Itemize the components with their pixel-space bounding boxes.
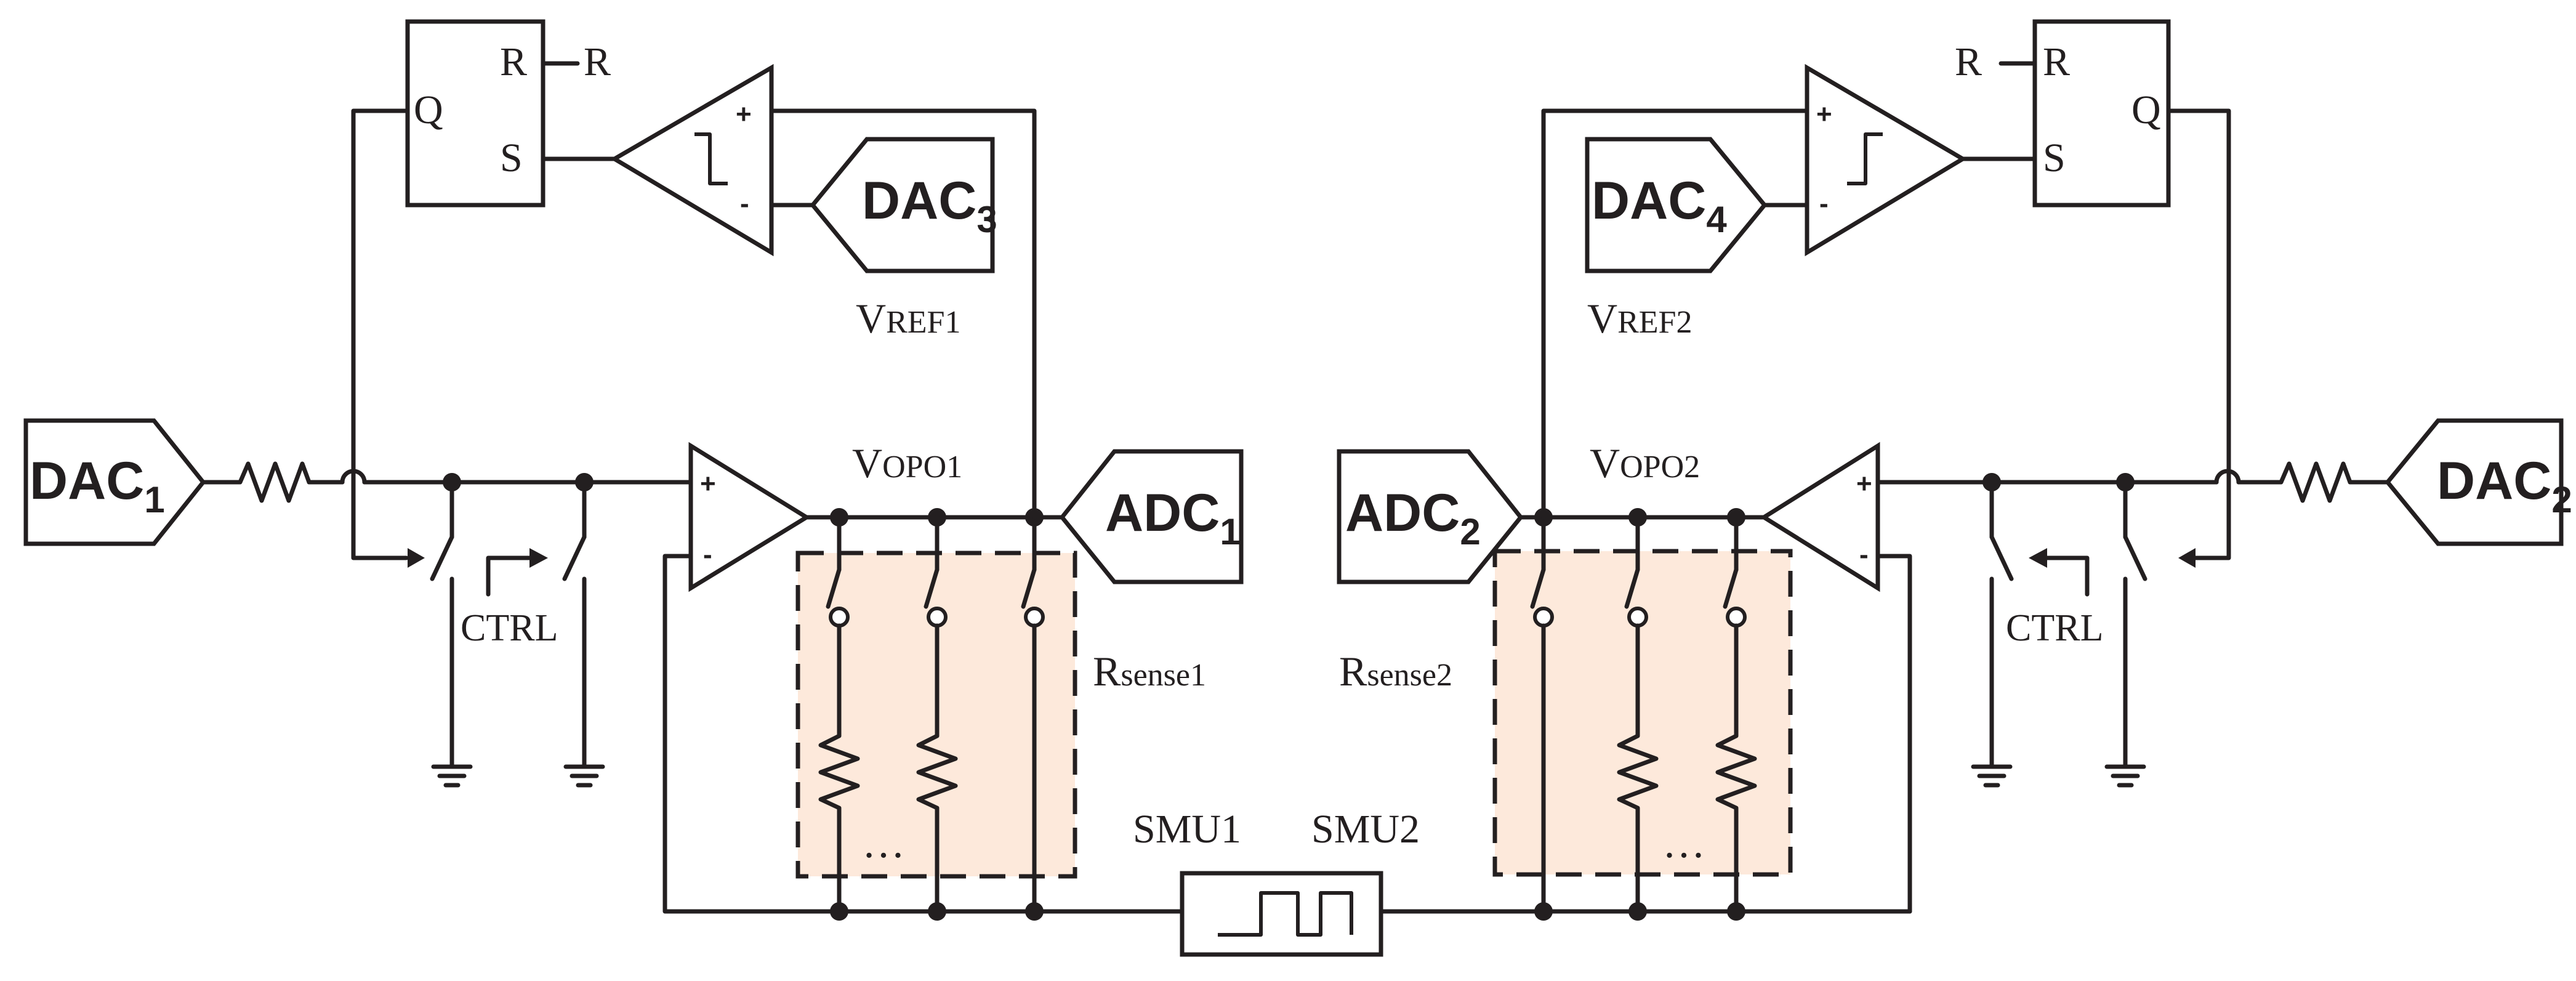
vref2-label: VREF2 [1587,295,1692,342]
svg-text:S: S [2043,135,2066,180]
wire-hop-right [2214,469,2241,485]
dac3-label: DAC3 [862,171,997,240]
ground-right-1 [1971,764,2013,788]
sense-branch-left-1 [818,515,860,921]
vref1-label: VREF1 [856,295,960,342]
sense-switch-left-1[interactable] [826,567,842,609]
dac1-block [23,418,206,546]
adc1-label: ADC1 [1105,483,1241,552]
opamp-2 [1760,442,1880,592]
rsense1-label: Rsense1 [1093,648,1206,695]
vopo2-label: VOPO2 [1590,440,1700,486]
switch-right-1[interactable] [1989,535,2014,581]
svg-text:S: S [500,135,523,180]
q-feedback-right [2166,108,2231,560]
resistor-right-input [2269,461,2365,503]
pulse-waveform [1218,891,1353,937]
comparator-left [610,63,774,257]
sr-latch-right [2032,19,2171,208]
opamp-1 [688,442,811,592]
svg-text:-: - [1859,539,1869,570]
svg-text:Q: Q [2131,87,2161,132]
sense-branch-right-3 [1715,515,1757,921]
switch-arrow-left-1 [408,548,425,568]
rsense2-region [1495,551,1790,874]
svg-text:R: R [2043,39,2070,84]
dac3-block [810,137,995,273]
ctrl-arrow-right [2045,555,2090,597]
svg-text:+: + [1856,469,1872,499]
sense-branch-left-2 [916,515,958,921]
ground-left-2 [563,764,605,788]
ctrl-left-label: CTRL [461,607,558,649]
ctrl-right-label: CTRL [2006,607,2103,649]
dac4-block [1585,137,1768,273]
hysteresis-left [694,132,728,185]
switch-left-1[interactable] [430,535,454,581]
switch-left-2[interactable] [562,535,587,581]
sense-branch-right-2 [1617,515,1659,921]
smu-source: SMU1 SMU2 [1133,807,1420,957]
sense-resistor-right-2 [1617,724,1659,822]
dac4-label: DAC4 [1592,171,1727,240]
ctrl-arrow-left [486,555,532,597]
ground-right-2 [2104,764,2146,788]
ground-left-1 [431,764,473,788]
resistor-left-input [225,461,323,503]
rsense1-box [795,551,1077,879]
rsense2-label: Rsense2 [1339,648,1452,695]
hysteresis-right [1847,132,1883,185]
ellipsis-left: … [862,820,905,867]
adc1-block [1059,449,1244,584]
sense-switch-right-2[interactable] [1624,567,1640,609]
sense-branch-left-3 [1021,515,1045,921]
svg-text:+: + [736,99,752,129]
sense-switch-left-2[interactable] [924,567,940,609]
dac1-label: DAC1 [30,451,165,520]
sr-left-r-input: R [584,39,611,84]
sense-resistor-left-1 [818,724,860,822]
ellipsis-right: … [1662,820,1705,867]
sense-switch-right-3[interactable] [1723,567,1739,609]
dac2-block [2385,418,2564,546]
svg-text:R: R [500,39,527,84]
svg-text:-: - [740,188,749,219]
rsense2-box [1492,549,1793,877]
sense-resistor-right-3 [1715,724,1757,822]
sense-resistor-left-2 [916,724,958,822]
dac2-label: DAC2 [2437,451,2572,520]
switch-right-2[interactable] [2123,535,2147,581]
svg-text:Q: Q [414,87,443,132]
svg-text:-: - [1819,188,1829,219]
right-circuit: ADC2 VOPO2 + - [1337,19,2572,921]
svg-text:+: + [1816,99,1832,129]
q-feedback-left [351,108,410,560]
smu1-label: SMU1 [1133,807,1241,852]
sense-branch-right-1 [1530,515,1554,921]
sr-right-r-input: R [1955,39,1982,84]
adc2-label: ADC2 [1345,483,1481,552]
left-circuit: DAC1 CTRL [23,19,1244,921]
svg-text:-: - [703,539,712,570]
svg-text:+: + [700,469,716,499]
smu2-label: SMU2 [1311,807,1420,852]
vopo1-label: VOPO1 [852,440,962,486]
sr-latch-left [405,19,545,208]
comparator-right [1805,63,1967,257]
sense-switch-right-1[interactable] [1530,567,1546,609]
sense-switch-left-3[interactable] [1021,567,1037,609]
